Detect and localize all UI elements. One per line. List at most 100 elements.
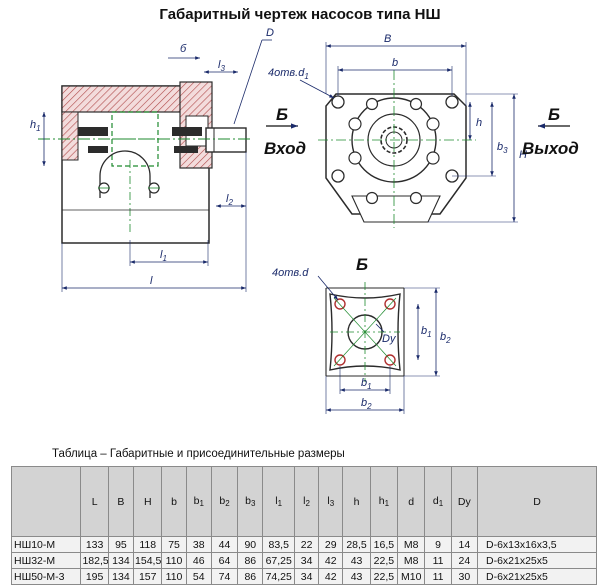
table-cell: 64 bbox=[210, 552, 239, 569]
front-view: B b 4отв.d1 h b3 H Б Вход Б Выход bbox=[264, 33, 579, 228]
label-b2-vertical: b2 bbox=[440, 331, 451, 345]
table-header-cell: b2 bbox=[210, 466, 239, 537]
label-inlet: Вход bbox=[264, 139, 306, 158]
table-cell: 54 bbox=[185, 568, 212, 585]
label-b: b bbox=[392, 57, 398, 69]
table-cell: 134 bbox=[107, 552, 135, 569]
table-cell: М10 bbox=[397, 568, 426, 585]
front-bolt-1 bbox=[348, 117, 362, 131]
label-outlet: Выход bbox=[522, 139, 579, 158]
table-header-cell: L bbox=[80, 466, 109, 537]
table-cell: 67,25 bbox=[262, 552, 295, 569]
table-cell: 83,5 bbox=[262, 536, 295, 553]
table-cell: 182,5 bbox=[80, 552, 109, 569]
table-header-cell: H bbox=[133, 466, 163, 537]
pump-model-cell: НШ10-М bbox=[10, 536, 82, 553]
label-b1: b1 bbox=[361, 377, 372, 391]
table-cell: 74,25 bbox=[262, 568, 295, 585]
bearing-right-2 bbox=[174, 146, 198, 153]
table-header-cell: b1 bbox=[185, 466, 212, 537]
table-cell: 133 bbox=[80, 536, 109, 553]
label-dy: Dy bbox=[382, 333, 397, 345]
side-port-arch bbox=[99, 150, 151, 198]
table-cell: 110 bbox=[161, 568, 187, 585]
front-bolt-5 bbox=[365, 97, 379, 111]
table-cell: М8 bbox=[397, 552, 426, 569]
front-hole-bl bbox=[331, 169, 345, 183]
label-l2: l2 bbox=[226, 193, 233, 207]
table-cell: 90 bbox=[237, 536, 264, 553]
table-cell: 22,5 bbox=[369, 552, 399, 569]
table-cell: D-6х21х25х5 bbox=[476, 552, 598, 569]
label-holes-bottom: 4отв.d bbox=[272, 267, 309, 279]
front-bolt-4 bbox=[426, 151, 440, 165]
table-cell: 14 bbox=[450, 536, 478, 553]
port-view: Б 4отв.d Dy b1 b2 b1 b2 bbox=[272, 255, 451, 414]
table-cell: 110 bbox=[161, 552, 187, 569]
table-header-cell: l2 bbox=[293, 466, 320, 537]
table-cell: 44 bbox=[210, 536, 239, 553]
table-cell: 86 bbox=[237, 568, 264, 585]
side-view: б D l3 h1 l2 l1 l bbox=[30, 27, 274, 292]
label-view-b-left: Б bbox=[276, 105, 288, 124]
table-cell: 95 bbox=[107, 536, 135, 553]
table-cell: 11 bbox=[424, 552, 452, 569]
side-shaft bbox=[205, 127, 247, 153]
table-cell: 9 bbox=[424, 536, 452, 553]
table-cell: 28,5 bbox=[342, 536, 371, 553]
label-H: H bbox=[519, 149, 527, 161]
pump-model-cell: НШ50-М-3 bbox=[10, 568, 82, 585]
table-cell: 86 bbox=[237, 552, 264, 569]
label-l3: l3 bbox=[218, 59, 225, 73]
table-cell: 43 bbox=[342, 568, 371, 585]
table-cell: 74 bbox=[210, 568, 239, 585]
side-hatched-left bbox=[61, 111, 79, 161]
label-d-shaft: D bbox=[266, 27, 274, 39]
table-cell: 118 bbox=[133, 536, 163, 553]
table-header-cell: b3 bbox=[237, 466, 264, 537]
table-header-cell: d1 bbox=[424, 466, 452, 537]
table-cell: 34 bbox=[293, 552, 320, 569]
label-h: h bbox=[476, 117, 482, 129]
table-header-cell: Dy bbox=[450, 466, 478, 537]
table-header-cell: h1 bbox=[369, 466, 399, 537]
label-holes-top: 4отв.d1 bbox=[268, 67, 309, 81]
table-cell: 16,5 bbox=[369, 536, 399, 553]
table-header-cell: b bbox=[161, 466, 187, 537]
front-bolt-7 bbox=[365, 191, 379, 205]
table-caption: Таблица – Габаритные и присоединительные… bbox=[52, 448, 345, 460]
table-cell: 42 bbox=[318, 568, 344, 585]
table-cell: D-6х21х25х5 bbox=[476, 568, 598, 585]
table-cell: 75 bbox=[161, 536, 187, 553]
table-cell: 29 bbox=[318, 536, 344, 553]
table-header-cell bbox=[10, 466, 82, 537]
drawing-title: Габаритный чертеж насосов типа НШ bbox=[159, 6, 441, 23]
table-cell: 46 bbox=[185, 552, 212, 569]
front-bolt-8 bbox=[409, 191, 423, 205]
table-header-cell: d bbox=[397, 466, 426, 537]
bearing-left-2 bbox=[88, 146, 108, 153]
table-cell: 42 bbox=[318, 552, 344, 569]
table-cell: 195 bbox=[80, 568, 109, 585]
front-hole-tr bbox=[445, 95, 459, 109]
bearing-left bbox=[78, 127, 108, 136]
table-cell: 22 bbox=[293, 536, 320, 553]
table-cell: D-6х13х16х3,5 bbox=[476, 536, 598, 553]
label-view-b-right: Б bbox=[548, 105, 560, 124]
front-bolt-2 bbox=[426, 117, 440, 131]
table-cell: 11 bbox=[424, 568, 452, 585]
label-view-b: Б bbox=[356, 255, 368, 274]
bearing-right bbox=[172, 127, 202, 136]
table-cell: 22,5 bbox=[369, 568, 399, 585]
label-l: l bbox=[150, 275, 153, 287]
label-l1: l1 bbox=[160, 249, 167, 263]
table-cell: 43 bbox=[342, 552, 371, 569]
front-lower-flange bbox=[351, 195, 441, 223]
table-cell: 34 bbox=[293, 568, 320, 585]
